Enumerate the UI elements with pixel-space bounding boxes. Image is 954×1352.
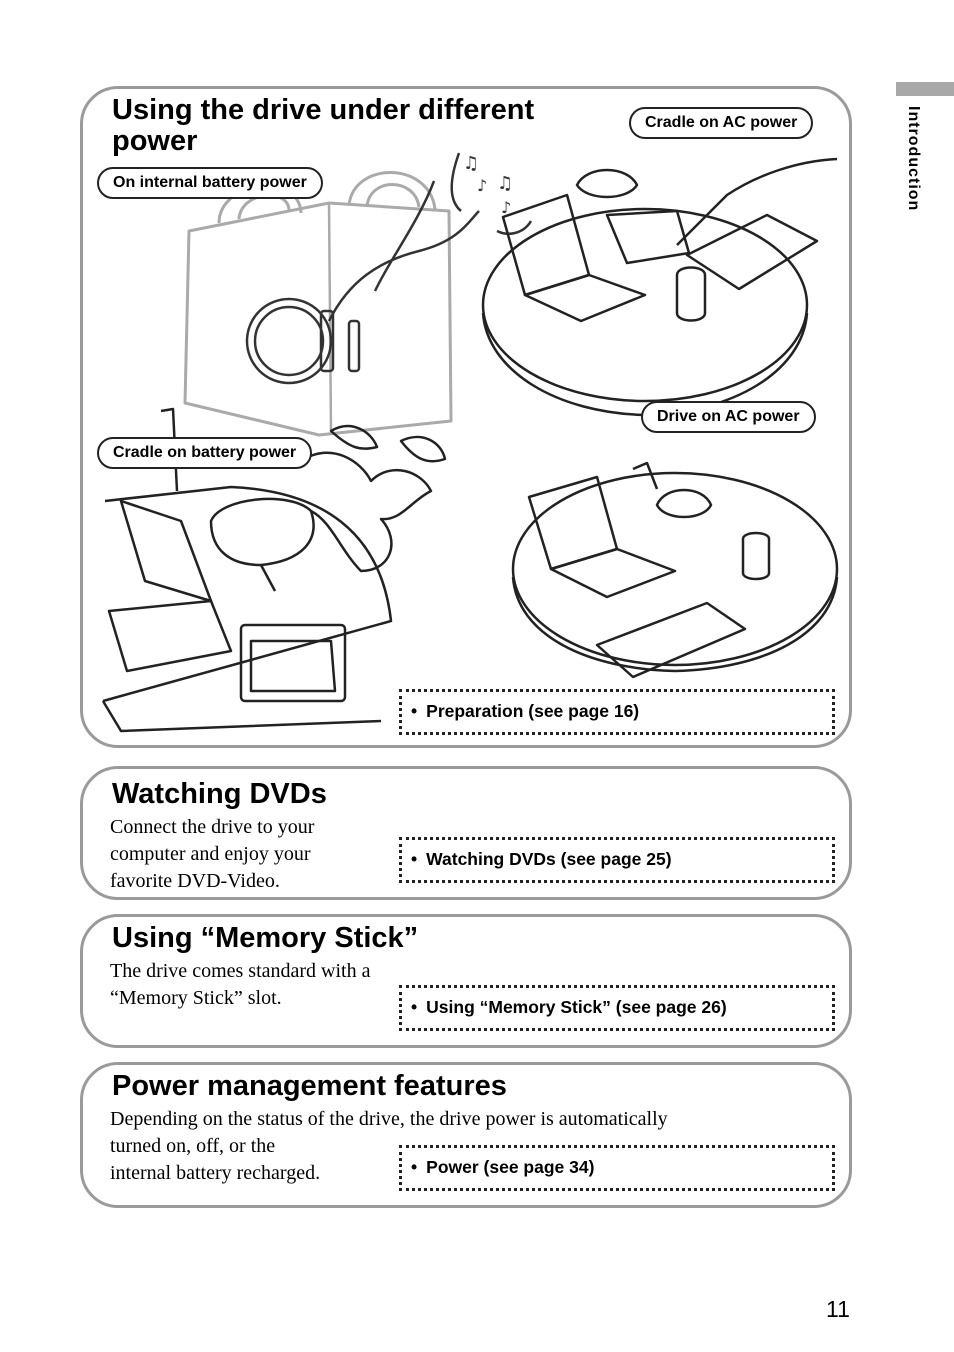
memory-stick-title: Using “Memory Stick” xyxy=(112,922,419,954)
bullet: • xyxy=(411,849,418,869)
power-modes-title: Using the drive under different power xyxy=(112,94,535,157)
power-modes-panel: Using the drive under different power ♫ … xyxy=(80,86,852,748)
svg-text:♫: ♫ xyxy=(463,153,479,174)
drive-ac-label: Drive on AC power xyxy=(641,401,816,433)
memory-stick-reference: • Using “Memory Stick” (see page 26) xyxy=(399,985,835,1031)
text-line: computer and enjoy your xyxy=(110,843,311,865)
text-line: turned on, off, or the xyxy=(110,1135,276,1157)
drive-ac-table-illustration xyxy=(511,461,839,679)
section-tab-marker xyxy=(896,82,954,96)
page-number: 11 xyxy=(826,1296,850,1322)
watching-dvds-text: Connect the drive to your computer and e… xyxy=(110,814,314,895)
power-management-reference-text: Power (see page 34) xyxy=(426,1157,595,1177)
bag-with-drive-illustration: ♫ ♪ ♫ ♪ xyxy=(183,152,533,437)
svg-text:♪: ♪ xyxy=(501,198,511,217)
power-management-text: Depending on the status of the drive, th… xyxy=(110,1106,668,1187)
bullet: • xyxy=(411,997,418,1017)
cradle-ac-label: Cradle on AC power xyxy=(629,107,814,139)
power-management-reference: • Power (see page 34) xyxy=(399,1145,835,1191)
watching-dvds-reference-text: Watching DVDs (see page 25) xyxy=(426,849,672,869)
bullet: • xyxy=(411,1157,418,1177)
text-line: Connect the drive to your xyxy=(110,816,315,838)
svg-text:♪: ♪ xyxy=(477,176,487,195)
svg-text:♫: ♫ xyxy=(497,173,513,194)
text-line: Depending on the status of the drive, th… xyxy=(110,1108,668,1130)
power-management-title: Power management features xyxy=(112,1070,507,1102)
cradle-ac-table-illustration xyxy=(481,157,837,417)
text-line: The drive comes standard with a xyxy=(110,960,371,982)
memory-stick-text: The drive comes standard with a “Memory … xyxy=(110,958,370,1012)
preparation-reference: • Preparation (see page 16) xyxy=(399,689,835,735)
section-tab-label: Introduction xyxy=(905,106,922,212)
text-line: “Memory Stick” slot. xyxy=(110,987,282,1009)
watching-dvds-title: Watching DVDs xyxy=(112,778,327,810)
bullet: • xyxy=(411,701,418,721)
text-line: favorite DVD-Video. xyxy=(110,870,280,892)
power-management-panel: Power management features Depending on t… xyxy=(80,1062,852,1208)
preparation-reference-text: Preparation (see page 16) xyxy=(426,701,640,721)
internal-battery-label: On internal battery power xyxy=(97,167,323,199)
cradle-battery-desk-illustration xyxy=(101,407,447,733)
cradle-battery-label: Cradle on battery power xyxy=(97,437,313,469)
text-line: internal battery recharged. xyxy=(110,1162,321,1184)
memory-stick-reference-text: Using “Memory Stick” (see page 26) xyxy=(426,997,727,1017)
watching-dvds-reference: • Watching DVDs (see page 25) xyxy=(399,837,835,883)
memory-stick-panel: Using “Memory Stick” The drive comes sta… xyxy=(80,914,852,1048)
watching-dvds-panel: Watching DVDs Connect the drive to your … xyxy=(80,766,852,900)
